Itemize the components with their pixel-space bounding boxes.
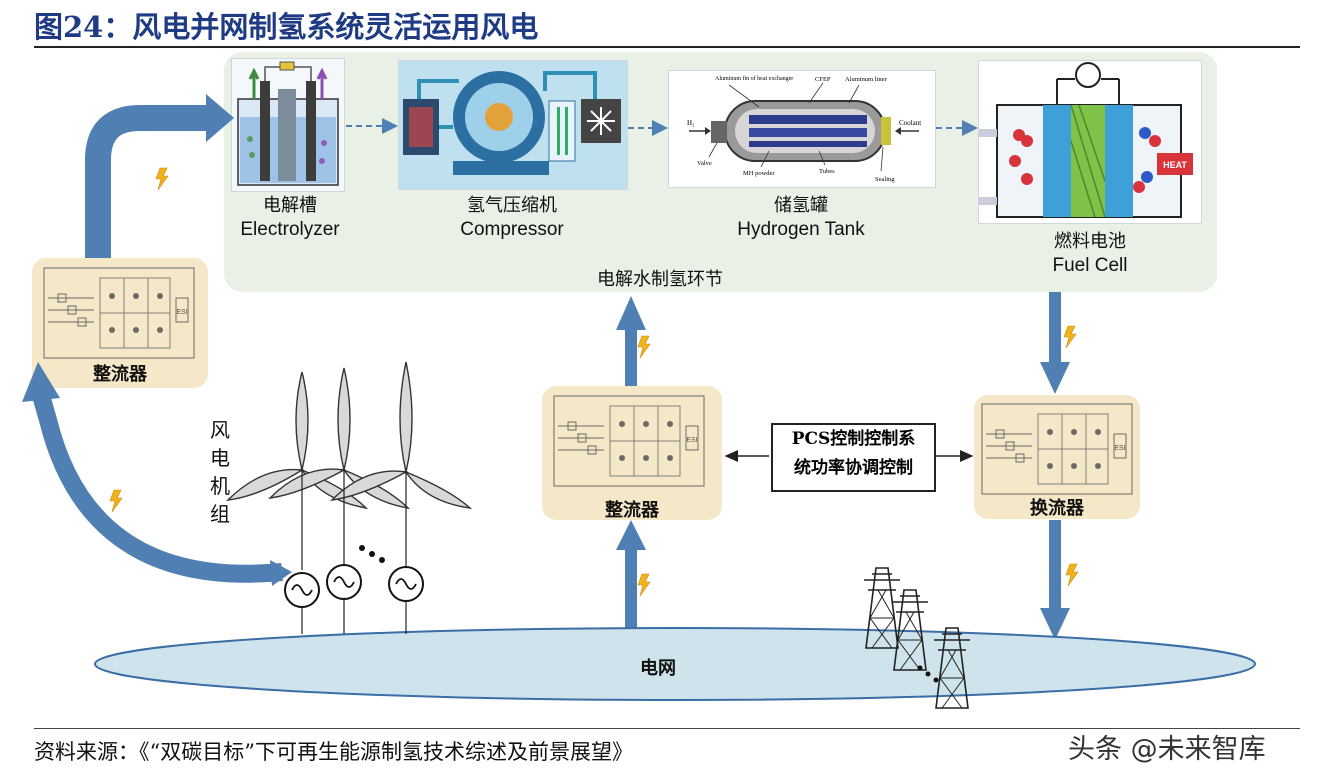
wind-label-char: 电 xyxy=(210,446,230,470)
pcs-control-box: PCS控制控制系 统功率协调控制 xyxy=(771,423,936,492)
center-rectifier-label: 整流器 xyxy=(605,500,659,521)
left-rectifier-box xyxy=(32,258,208,388)
panel-label: 电解水制氢环节 xyxy=(597,269,723,290)
figure-title: 图24：风电并网制氢系统灵活运用风电 xyxy=(34,10,539,44)
inverter-box xyxy=(974,395,1140,519)
hydrogen-tank-label-en: Hydrogen Tank xyxy=(737,219,865,240)
wind-label-char: 组 xyxy=(210,502,230,526)
footer-divider xyxy=(34,728,1300,729)
watermark: 头条 @未来智库 xyxy=(1068,734,1266,765)
hydrogen-tank-caption: 储氢罐 Hydrogen Tank xyxy=(716,194,886,242)
electrolyzer-image xyxy=(231,58,345,192)
wind-turbine-label: 风 电 机 组 xyxy=(210,416,234,528)
tank-fin-label: Aluminum fin of heat exchanger xyxy=(715,75,793,82)
electrolyzer-label-zh: 电解槽 xyxy=(263,195,317,216)
title-divider xyxy=(34,46,1300,48)
wind-label-char: 机 xyxy=(210,474,230,498)
fuel-cell-illustration: HEAT xyxy=(979,62,1193,218)
center-rectifier-box xyxy=(542,386,722,520)
wind-label-char: 风 xyxy=(210,418,230,442)
compressor-caption: 氢气压缩机 Compressor xyxy=(432,194,592,242)
electrolyzer-caption: 电解槽 Electrolyzer xyxy=(220,194,360,242)
fuel-cell-caption: 燃料电池 Fuel Cell xyxy=(1020,230,1160,278)
electrolyzer-label-en: Electrolyzer xyxy=(240,219,340,240)
tank-coolant-label: Coolant xyxy=(899,119,921,127)
pcs-line-2: 统功率协调控制 xyxy=(794,458,913,478)
tank-cfep-label: CFEP xyxy=(815,76,831,83)
tank-h2-label: H₂ xyxy=(687,119,695,127)
hydrogen-tank-illustration: Aluminum fin of heat exchanger CFEP Alum… xyxy=(687,75,921,183)
compressor-illustration xyxy=(403,71,621,175)
compressor-label-en: Compressor xyxy=(460,219,564,240)
electrolyzer-illustration xyxy=(237,61,339,186)
tank-liner-label: Aluminum liner xyxy=(845,76,888,83)
tank-tubes-label: Tubes xyxy=(819,168,835,175)
pcs-line-1: PCS控制控制系 xyxy=(791,429,916,449)
compressor-image xyxy=(398,60,628,190)
tank-sealing-label: Sealing xyxy=(875,176,895,183)
tank-mh-powder-label: MH powder xyxy=(743,170,775,177)
fuel-cell-image: HEAT xyxy=(978,60,1202,224)
fuel-cell-heat-label: HEAT xyxy=(1163,160,1187,170)
inverter-label: 换流器 xyxy=(1030,498,1084,519)
hydrogen-tank-image: Aluminum fin of heat exchanger CFEP Alum… xyxy=(668,70,936,188)
power-grid-label: 电网 xyxy=(640,658,676,679)
fuel-cell-label-en: Fuel Cell xyxy=(1052,255,1128,276)
source-footnote: 资料来源：《“双碳目标”下可再生能源制氢技术综述及前景展望》 xyxy=(34,740,633,764)
tank-valve-label: Valve xyxy=(697,160,712,167)
compressor-label-zh: 氢气压缩机 xyxy=(467,195,557,216)
hydrogen-tank-label-zh: 储氢罐 xyxy=(774,195,828,216)
left-rectifier-label: 整流器 xyxy=(93,364,147,385)
fuel-cell-label-zh: 燃料电池 xyxy=(1054,231,1126,252)
